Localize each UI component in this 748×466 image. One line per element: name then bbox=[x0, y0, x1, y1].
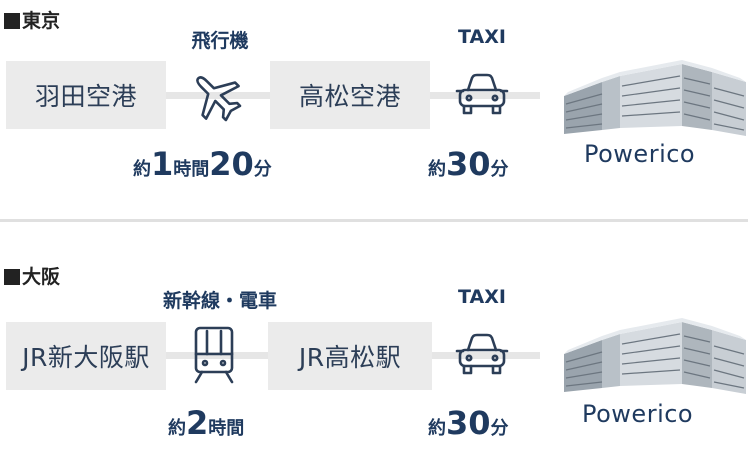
destination-label: Powerico bbox=[584, 140, 696, 168]
building-icon bbox=[562, 316, 748, 402]
destination-label: Powerico bbox=[582, 400, 694, 428]
airplane-icon bbox=[188, 68, 244, 124]
duration-taxi: 約30分 bbox=[428, 404, 509, 442]
station-transfer: 高松空港 bbox=[270, 61, 430, 129]
duration-plane: 約1時間20分 bbox=[133, 145, 272, 183]
mode-label-plane: 飛行機 bbox=[191, 30, 249, 52]
duration-train: 約2時間 bbox=[168, 404, 245, 442]
station-transfer: JR高松駅 bbox=[268, 322, 432, 390]
car-icon bbox=[455, 330, 509, 380]
mode-label-taxi: TAXI bbox=[458, 26, 506, 48]
building-icon bbox=[562, 58, 748, 144]
route-osaka: 大阪 JR新大阪駅 新幹線・電車 約2時間 JR高松駅 TAXI bbox=[0, 256, 748, 466]
station-origin: JR新大阪駅 bbox=[6, 322, 166, 390]
route-tokyo: 東京 羽田空港 飛行機 約1時間20分 高松空港 TAXI 約30分 bbox=[0, 0, 748, 210]
region-title-osaka: 大阪 bbox=[4, 262, 60, 289]
square-bullet-icon bbox=[4, 269, 20, 285]
square-bullet-icon bbox=[4, 13, 20, 29]
mode-label-taxi: TAXI bbox=[458, 286, 506, 308]
duration-taxi: 約30分 bbox=[428, 145, 509, 183]
mode-label-train: 新幹線・電車 bbox=[162, 290, 277, 312]
train-icon bbox=[192, 325, 236, 385]
car-icon bbox=[455, 70, 509, 120]
station-origin: 羽田空港 bbox=[6, 61, 166, 129]
region-title-tokyo: 東京 bbox=[4, 6, 60, 33]
section-divider bbox=[0, 219, 748, 222]
